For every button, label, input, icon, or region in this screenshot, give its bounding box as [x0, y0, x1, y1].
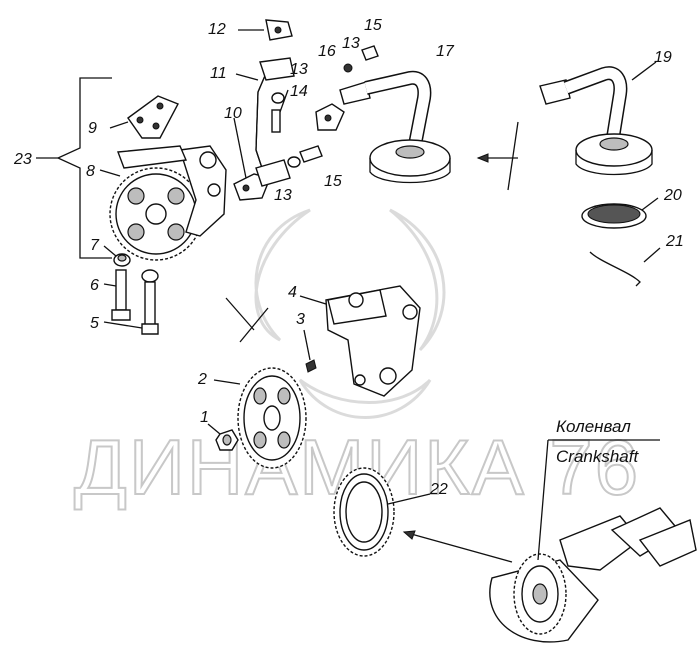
- callout-11: 11: [210, 65, 227, 82]
- callout-21: 21: [665, 233, 684, 250]
- part-13-washer: [271, 63, 353, 168]
- callout-15a: 15: [364, 17, 382, 34]
- watermark-logo: [254, 208, 446, 419]
- part-22-crank-gear: [333, 467, 431, 557]
- callout-17: 17: [436, 43, 455, 60]
- part-6-bolt: [103, 269, 131, 321]
- part-20-screen: [581, 197, 659, 229]
- callout-19: 19: [654, 49, 672, 66]
- part-5-bolt: [103, 269, 159, 335]
- part-1-nut: [207, 423, 239, 451]
- part-9-gasket: [109, 95, 179, 139]
- bracket-23: [56, 77, 112, 259]
- part-11-tube: [235, 57, 295, 169]
- callout-14: 14: [290, 83, 308, 100]
- arrow-crank: [403, 531, 513, 563]
- callout-10: 10: [224, 105, 242, 122]
- callout-1: 1: [200, 409, 209, 426]
- part-3-key: [303, 329, 317, 373]
- callout-23: 23: [13, 151, 32, 168]
- part-8-oil-pump: [99, 145, 227, 261]
- callout-16: 16: [318, 43, 336, 60]
- part-21-clip: [589, 247, 661, 287]
- callout-8: 8: [86, 163, 95, 180]
- part-4-pump-body: [299, 285, 421, 397]
- arrow-pump: [239, 307, 269, 343]
- callout-22: 22: [429, 481, 448, 498]
- callout-15b: 15: [324, 173, 342, 190]
- part-12-flange: [238, 19, 293, 41]
- part-17-oil-intake: [339, 70, 451, 184]
- callout-labels: 1 2 3 4 5 6 7 8 9 10 11 12 13 13 13 14 1…: [13, 17, 684, 498]
- callout-9: 9: [88, 120, 97, 137]
- crankshaft: [489, 439, 697, 643]
- part-15-bolt: [299, 45, 379, 163]
- callout-13a: 13: [290, 61, 308, 78]
- callout-13b: 13: [342, 35, 360, 52]
- part-14-bolt: [271, 89, 289, 133]
- callout-7: 7: [90, 237, 100, 254]
- part-7-nut: [103, 245, 131, 267]
- crankshaft-label-ru: Коленвал: [556, 417, 631, 436]
- callout-4: 4: [288, 284, 297, 301]
- part-16-gasket: [315, 103, 345, 131]
- callout-20: 20: [663, 187, 682, 204]
- crankshaft-label-en: Crankshaft: [556, 447, 639, 466]
- callout-13c: 13: [274, 187, 292, 204]
- part-10-flange: [233, 117, 291, 201]
- callout-5: 5: [90, 315, 99, 332]
- callout-3: 3: [296, 311, 305, 328]
- callout-6: 6: [90, 277, 99, 294]
- callout-12: 12: [208, 21, 226, 38]
- callout-2: 2: [197, 371, 207, 388]
- part-2-gear: [213, 367, 307, 469]
- part-19-intake-pipe: [539, 61, 657, 176]
